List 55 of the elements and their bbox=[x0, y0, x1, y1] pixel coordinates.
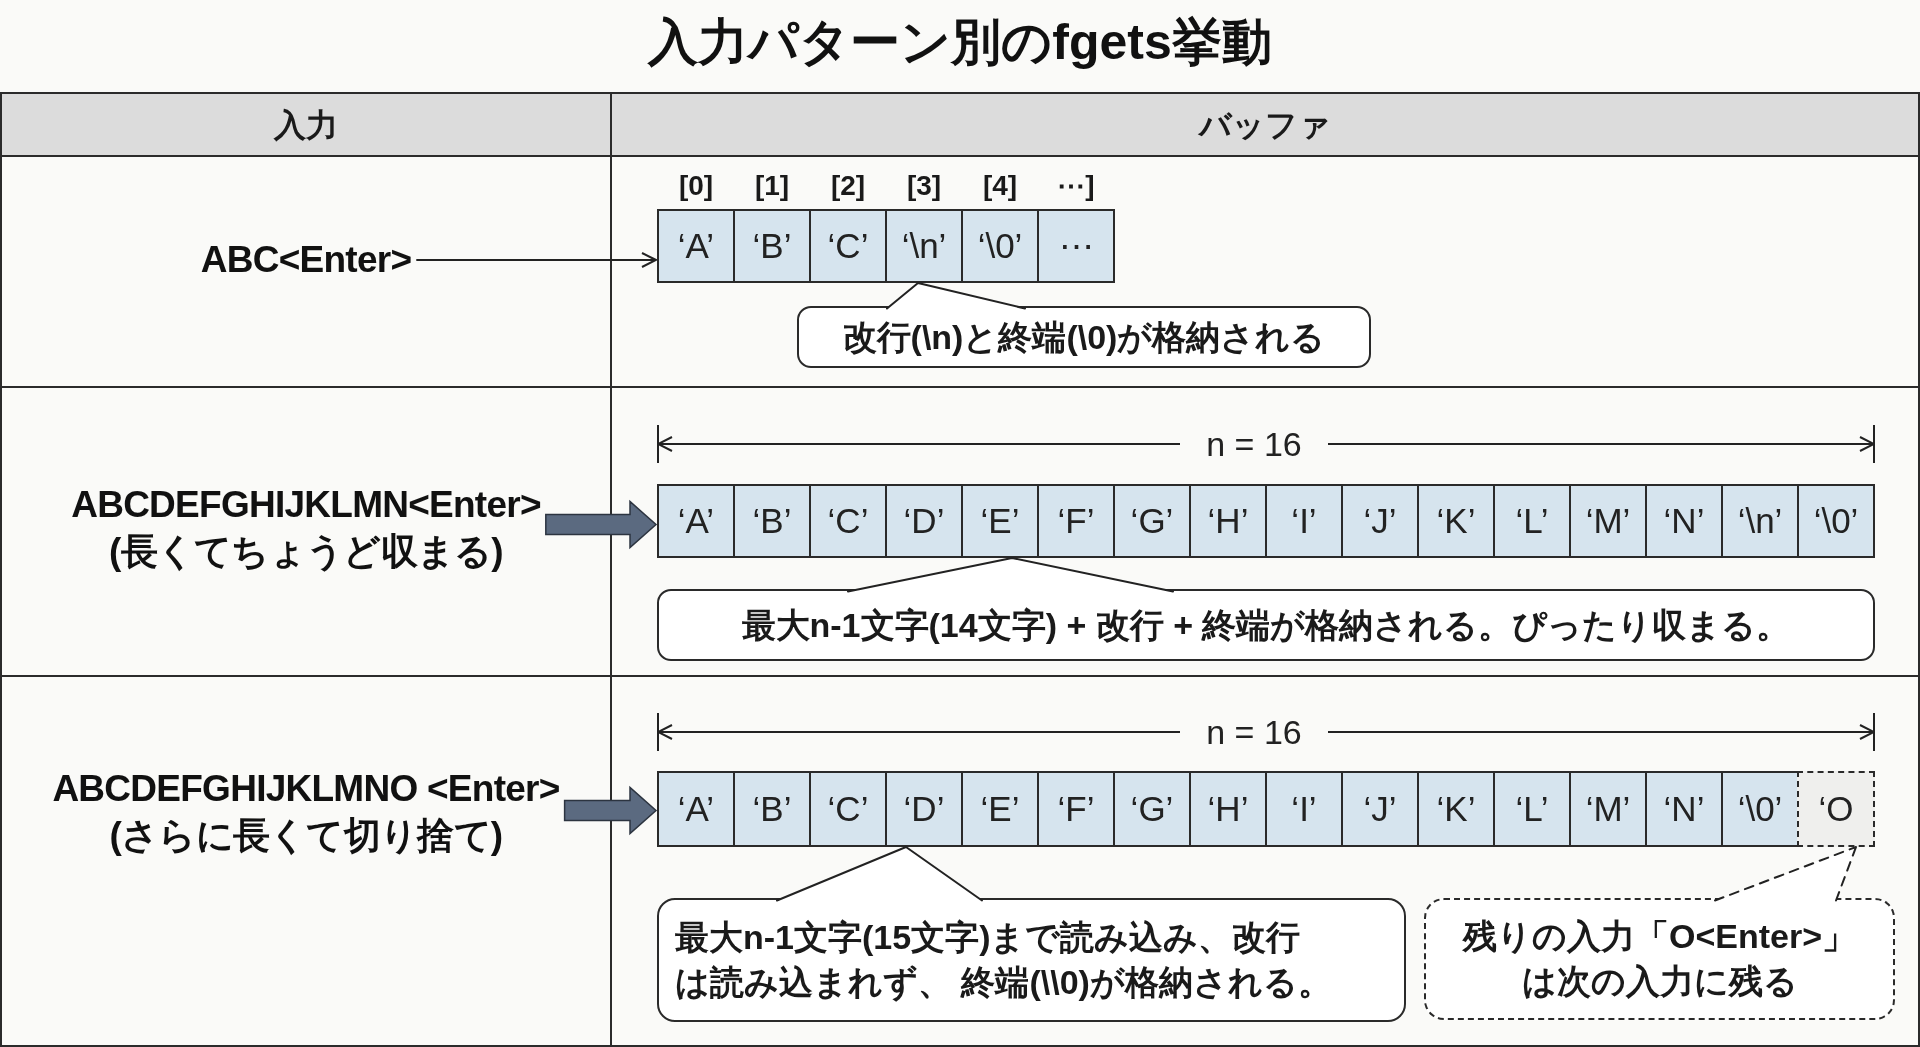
arrow bbox=[415, 252, 657, 268]
buffer-cell: ‘C’ bbox=[809, 484, 887, 558]
buffer-cell: ‘N’ bbox=[1645, 771, 1723, 847]
buffer-cell: ‘H’ bbox=[1189, 771, 1267, 847]
buffer-cell: ‘N’ bbox=[1645, 484, 1723, 558]
index-label: [1] bbox=[754, 172, 790, 200]
index-label: ⋯] bbox=[1057, 172, 1095, 200]
buffer-cell: ‘H’ bbox=[1189, 484, 1267, 558]
buffer-cell: ‘\0’ bbox=[1721, 771, 1799, 847]
input-description: (さらに長くて切り捨て) bbox=[109, 814, 503, 858]
buffer-cell: ‘A’ bbox=[657, 209, 735, 283]
buffer-cell: ‘L’ bbox=[1493, 771, 1571, 847]
buffer-cell: ‘I’ bbox=[1265, 484, 1343, 558]
overflow-cell: ‘O bbox=[1797, 771, 1875, 847]
buffer-cell: ‘A’ bbox=[657, 484, 735, 558]
buffer-cell: ‘\0’ bbox=[1797, 484, 1875, 558]
buffer-cell: ‘M’ bbox=[1569, 771, 1647, 847]
buffer-cell: ‘C’ bbox=[809, 771, 887, 847]
buffer-cell: ‘\n’ bbox=[885, 209, 963, 283]
buffer-cell: ‘K’ bbox=[1417, 484, 1495, 558]
buffer-cell: ‘E’ bbox=[961, 484, 1039, 558]
input-string: ABCDEFGHIJKLMNO <Enter> bbox=[52, 766, 560, 811]
buffer-cell: ‘B’ bbox=[733, 484, 811, 558]
buffer-cell: ‘F’ bbox=[1037, 484, 1115, 558]
buffer-cell: ‘D’ bbox=[885, 484, 963, 558]
block-arrow bbox=[545, 499, 658, 550]
buffer-cell: ‘B’ bbox=[733, 209, 811, 283]
buffer-cell: ‘L’ bbox=[1493, 484, 1571, 558]
buffer-cell: ‘I’ bbox=[1265, 771, 1343, 847]
buffer-cell: ⋯ bbox=[1037, 209, 1115, 283]
buffer-cell: ‘J’ bbox=[1341, 771, 1419, 847]
index-label: [3] bbox=[906, 172, 942, 200]
buffer-cell: ‘D’ bbox=[885, 771, 963, 847]
column-header: バッファ bbox=[1199, 109, 1331, 141]
buffer-cell: ‘E’ bbox=[961, 771, 1039, 847]
block-arrow bbox=[563, 785, 658, 836]
buffer-cell: ‘C’ bbox=[809, 209, 887, 283]
buffer-cell: ‘B’ bbox=[733, 771, 811, 847]
input-description: (長くてちょうど収まる) bbox=[109, 530, 503, 574]
diagram-title: 入力パターン別のfgets挙動 bbox=[648, 17, 1272, 67]
input-string: ABCDEFGHIJKLMN<Enter> bbox=[71, 482, 541, 527]
column-header: 入力 bbox=[274, 109, 338, 141]
index-label: [2] bbox=[830, 172, 866, 200]
index-label: [0] bbox=[678, 172, 714, 200]
buffer-cell: ‘\n’ bbox=[1721, 484, 1799, 558]
buffer-cell: ‘M’ bbox=[1569, 484, 1647, 558]
buffer-cell: ‘A’ bbox=[657, 771, 735, 847]
input-string: ABC<Enter> bbox=[200, 238, 412, 283]
buffer-cell: ‘G’ bbox=[1113, 771, 1191, 847]
index-label: [4] bbox=[982, 172, 1018, 200]
buffer-cell: ‘J’ bbox=[1341, 484, 1419, 558]
buffer-cell: ‘G’ bbox=[1113, 484, 1191, 558]
buffer-cell: ‘\0’ bbox=[961, 209, 1039, 283]
buffer-cell: ‘F’ bbox=[1037, 771, 1115, 847]
buffer-cell: ‘K’ bbox=[1417, 771, 1495, 847]
